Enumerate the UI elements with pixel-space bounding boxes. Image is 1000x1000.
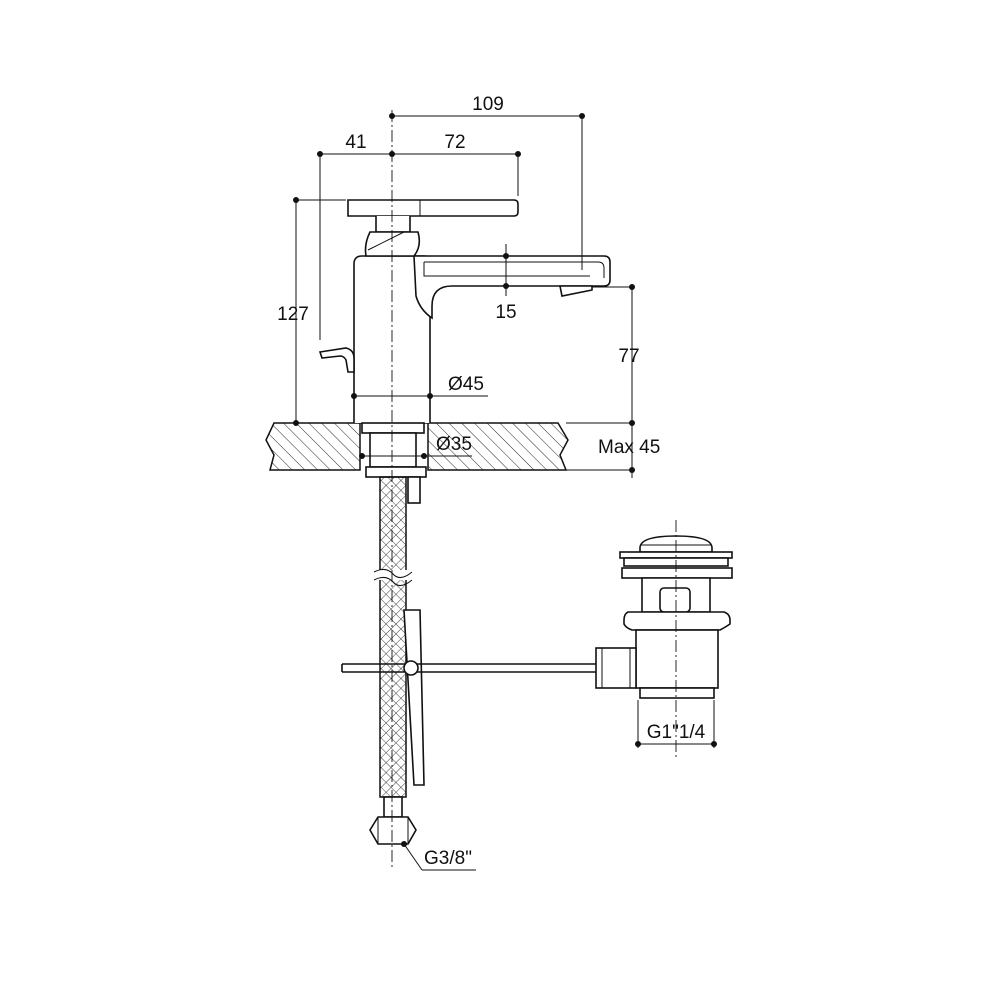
dim-handle-offset: 41 — [345, 132, 366, 153]
waste-drain-assembly — [595, 535, 733, 699]
dimension-lines — [293, 113, 717, 871]
dim-total-height: 127 — [277, 304, 309, 325]
dim-overall-reach: 109 — [472, 94, 504, 115]
countertop-section — [265, 422, 569, 471]
dim-spout-thickness: 15 — [495, 302, 516, 323]
dim-body-diameter: Ø45 — [448, 374, 484, 395]
dim-hose-thread: G3/8" — [424, 848, 472, 869]
dim-waste-thread: G1"1/4 — [647, 722, 706, 743]
dim-handle-length: 72 — [444, 132, 465, 153]
popup-linkage — [341, 609, 596, 786]
dim-max-deck-thickness: Max 45 — [598, 437, 660, 458]
dim-hole-diameter: Ø35 — [436, 434, 472, 455]
flexible-hose — [369, 476, 417, 845]
center-lines — [391, 110, 677, 870]
dim-spout-height: 77 — [618, 346, 639, 367]
dimension-labels: 109 41 72 127 15 77 Ø45 Ø35 Max 45 G1"1/… — [277, 94, 706, 869]
